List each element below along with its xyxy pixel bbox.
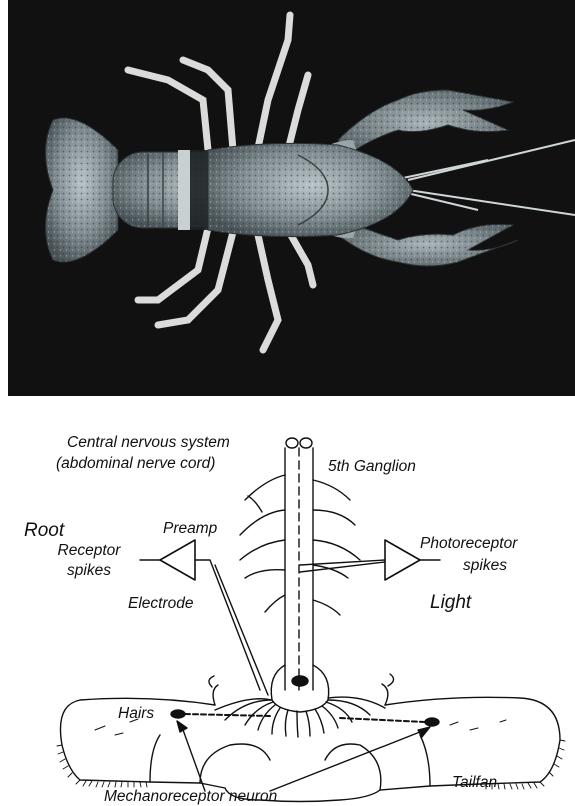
tailfan-label: Tailfan — [452, 774, 497, 792]
cns-label-line2: (abdominal nerve cord) — [56, 455, 215, 473]
mechanoreceptor-label: Mechanoreceptor neuron — [104, 788, 277, 806]
root-label: Root — [24, 520, 64, 542]
nerve-roots-right — [313, 480, 360, 615]
crayfish-photo — [8, 0, 575, 396]
crayfish-illustration — [8, 0, 575, 396]
tailfan-diagram: Central nervous system (abdominal nerve … — [0, 400, 575, 806]
electrode-label: Electrode — [128, 595, 193, 613]
hairs-label: Hairs — [118, 705, 154, 723]
receptor-label-line2: spikes — [44, 562, 134, 580]
mechanoreceptor-neuron-right — [340, 718, 439, 726]
ganglion-label: 5th Ganglion — [328, 458, 416, 476]
cns-label-line1: Central nervous system — [67, 434, 230, 452]
right-preamp — [300, 540, 440, 580]
photoreceptor-label-line2: spikes — [440, 557, 530, 575]
nerve-roots-left — [240, 475, 285, 612]
photoreceptor-label-line1: Photoreceptor — [420, 535, 517, 553]
light-label: Light — [430, 592, 471, 614]
mechanoreceptor-arrows — [177, 721, 430, 791]
tailfan-photo — [46, 118, 119, 262]
receptor-label-line1: Receptor — [44, 542, 134, 560]
hair-marks — [95, 719, 506, 735]
mechanoreceptor-neuron-left — [171, 710, 270, 718]
left-preamp — [140, 540, 268, 695]
preamp-label: Preamp — [163, 520, 217, 538]
